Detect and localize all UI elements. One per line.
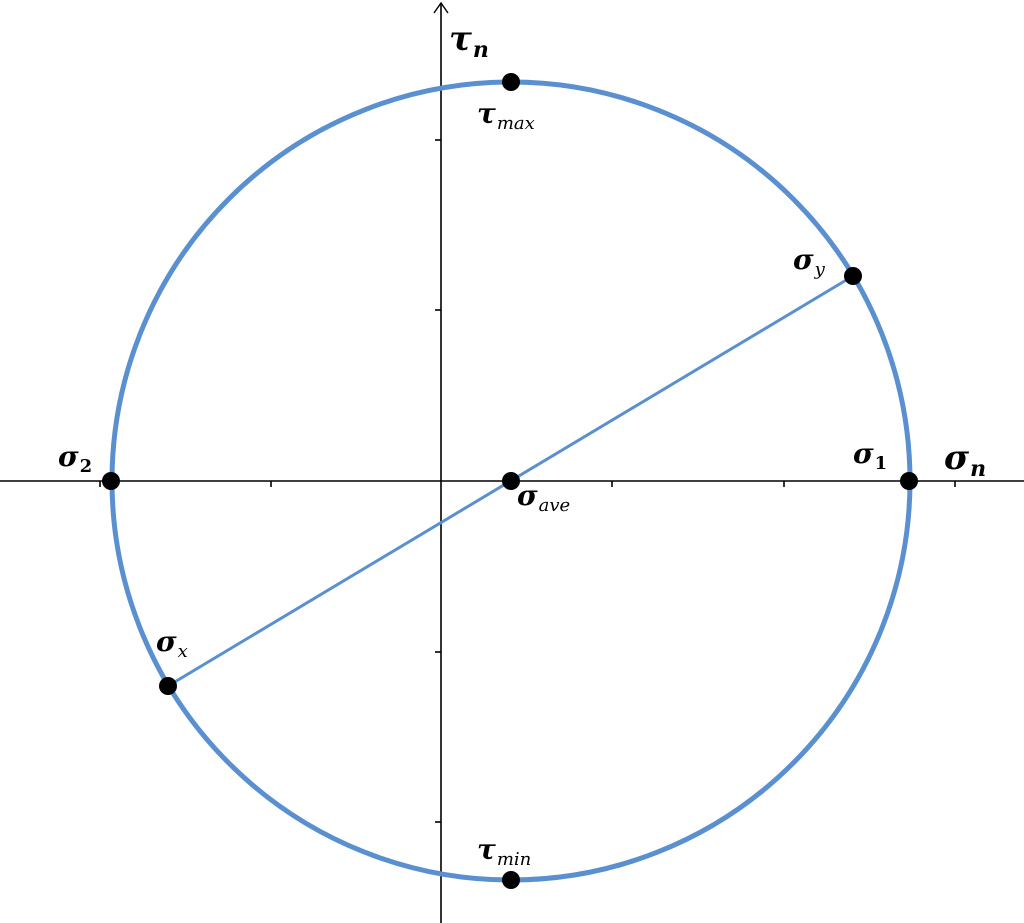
label-symbol: σ <box>517 479 538 512</box>
label-tau-max: τmax <box>477 97 535 133</box>
x-axis-label-subscript: n <box>970 456 987 482</box>
label-tau-min: τmin <box>477 833 531 869</box>
point-sigma-ave <box>502 472 520 490</box>
y-axis-ticks <box>435 139 441 823</box>
label-subscript: min <box>496 849 532 870</box>
label-subscript: y <box>814 259 825 280</box>
label-symbol: σ <box>156 625 177 658</box>
label-sigma-ave: σave <box>517 479 570 515</box>
label-sigma-y: σy <box>793 243 825 279</box>
label-symbol: σ <box>853 437 874 470</box>
points <box>102 73 918 889</box>
label-subscript: ave <box>538 495 571 516</box>
label-subscript: 1 <box>874 453 888 474</box>
x-axis-label-symbol: σ <box>944 438 970 478</box>
label-symbol: σ <box>58 440 79 473</box>
x-axis-ticks <box>99 481 956 487</box>
label-sigma-x: σx <box>156 625 188 661</box>
label-subscript: x <box>177 641 188 662</box>
point-tau-min <box>502 871 520 889</box>
y-axis-label-symbol: τ <box>449 19 472 59</box>
label-symbol: τ <box>477 97 496 130</box>
label-subscript: 2 <box>79 456 93 477</box>
label-symbol: τ <box>477 833 496 866</box>
label-symbol: σ <box>793 243 814 276</box>
y-axis-label-subscript: n <box>472 37 489 63</box>
point-sigma-x <box>159 677 177 695</box>
label-subscript: max <box>496 113 535 134</box>
point-sigma-2 <box>102 472 120 490</box>
label-sigma-2: σ2 <box>58 440 92 476</box>
point-sigma-1 <box>900 472 918 490</box>
point-sigma-y <box>844 267 862 285</box>
y-axis-label: τn <box>449 19 489 61</box>
y-axis-arrow-icon <box>433 1 449 14</box>
point-tau-max <box>502 73 520 91</box>
label-sigma-1: σ1 <box>853 437 887 473</box>
x-axis-label: σn <box>944 438 986 480</box>
